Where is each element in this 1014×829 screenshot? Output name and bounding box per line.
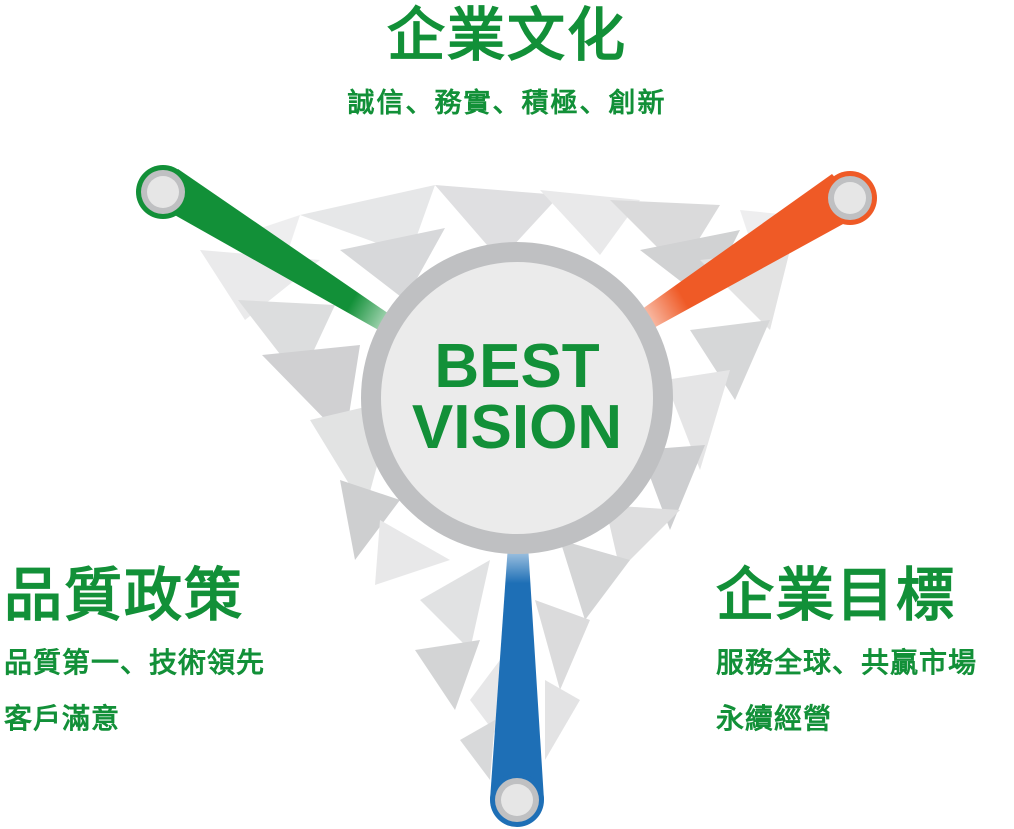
- culture-description: 誠信、務實、積極、創新: [347, 88, 667, 119]
- goal-title: 企業目標: [716, 561, 957, 629]
- quality-description-line1: 品質第一、技術領先: [4, 646, 266, 679]
- goal-spoke: [638, 174, 865, 330]
- culture-spoke: [148, 169, 395, 332]
- quality-spoke: [490, 545, 544, 800]
- hub-circle: [381, 262, 653, 534]
- goal-section: 企業目標 服務全球、共贏市場 永續經營: [716, 566, 977, 735]
- low-poly-background: [200, 185, 790, 780]
- culture-spoke-knob-center: [147, 176, 179, 208]
- hub-label-line2: VISION: [412, 393, 622, 462]
- goal-description-line1: 服務全球、共贏市場: [716, 646, 978, 679]
- quality-spoke-knob-center: [501, 784, 533, 816]
- culture-title: 企業文化: [386, 1, 627, 69]
- goal-description-line2: 永續經營: [716, 701, 833, 735]
- goal-spoke-knob-center: [834, 182, 866, 214]
- quality-title: 品質政策: [4, 561, 245, 629]
- culture-section: 企業文化 誠信、務實、積極、創新: [0, 6, 1014, 120]
- quality-section: 品質政策 品質第一、技術領先 客戶滿意: [4, 566, 265, 735]
- quality-description-line2: 客戶滿意: [4, 701, 121, 735]
- hub-label-line1: BEST: [434, 332, 599, 401]
